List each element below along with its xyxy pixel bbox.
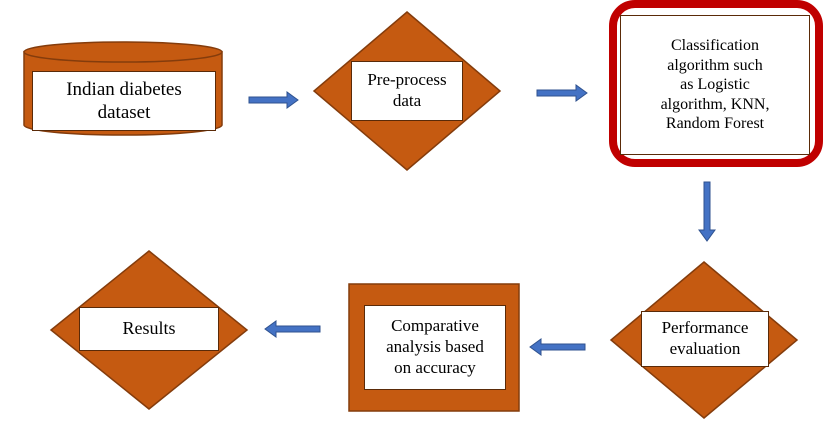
classification-label: Classification algorithm such as Logisti… [620, 15, 810, 155]
arrow-classification-to-performance [698, 181, 716, 242]
preprocess-label: Pre-process data [351, 61, 463, 121]
arrow-dataset-to-preprocess [248, 91, 299, 109]
arrow-preprocess-to-classification [536, 84, 588, 102]
arrow-comparative-to-results [264, 320, 321, 338]
dataset-label: Indian diabetes dataset [32, 71, 216, 131]
results-label: Results [79, 307, 219, 351]
comparative-label: Comparative analysis based on accuracy [364, 305, 506, 390]
arrow-performance-to-comparative [529, 338, 586, 356]
performance-label: Performance evaluation [641, 311, 769, 367]
